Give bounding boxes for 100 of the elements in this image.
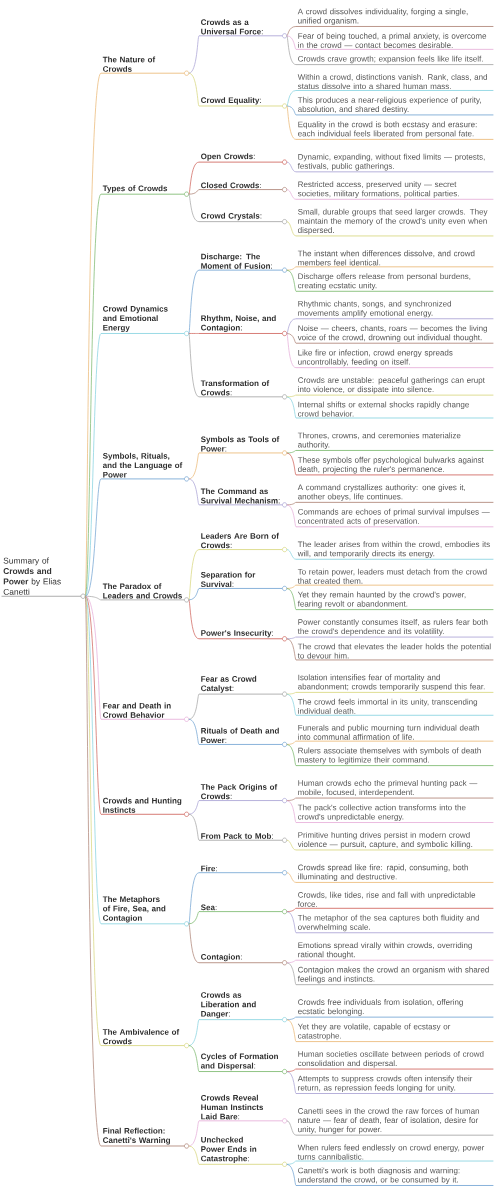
topic-label: The Nature of Crowds xyxy=(100,56,185,74)
leaf-note: Restricted access, preserved unity — secret societies, military formations, political parties. xyxy=(295,181,494,200)
leaf-note: Yet they are volatile, capable of ecstasy or catastrophe. xyxy=(295,1023,494,1042)
leaf-note: When rulers feed endlessly on crowd energy, power turns cannibalistic. xyxy=(295,1144,494,1162)
leaf-note: Discharge offers release from personal burdens, creating ecstatic unity. xyxy=(295,273,494,292)
branch-line xyxy=(286,1019,297,1042)
branch-line xyxy=(286,959,297,964)
branch-line xyxy=(286,588,297,610)
branch-line xyxy=(286,35,297,50)
leaf-note: Funerals and public mourning turn individual death into communal affirmation of life. xyxy=(295,724,494,742)
leaf-note: Equality in the crowd is both ecstasy and erasure: each individual feels liberated from personal fate. xyxy=(295,121,494,140)
branch-line xyxy=(84,333,102,597)
subtopic-label: Open Crowds: xyxy=(198,153,283,163)
branch-line xyxy=(286,549,297,560)
subtopic-label: Symbols as Tools of Power: xyxy=(198,436,283,454)
branch-line xyxy=(286,797,297,801)
branch-line xyxy=(286,105,297,116)
branch-line xyxy=(188,800,200,815)
subtopic-label: Unchecked Power Ends in Catastrophe: xyxy=(198,1136,283,1165)
leaf-note: Fear of being touched, a primal anxiety, is overcome in the crowd — contact becomes desirable. xyxy=(295,32,494,50)
leaf-note: Yet they remain haunted by the crowd's power, fearing revolt or abandonment. xyxy=(295,591,494,610)
topic-label: The Paradox of Leaders and Crowds xyxy=(100,583,185,601)
subtopic-label: Crowds as Liberation and Danger: xyxy=(198,991,283,1021)
branch-line xyxy=(286,26,297,37)
leaf-note: Rhythmic chants, songs, and synchronized movements amplify emotional energy. xyxy=(295,300,494,320)
topic-label: Symbols, Rituals, and the Language of Power xyxy=(100,452,185,480)
leaf-note: Crowds, like tides, rise and fall with unpredictable force. xyxy=(295,891,494,909)
branch-line xyxy=(286,105,297,140)
leaf-note: These symbols offer psychological bulwarks against death, projecting the ruler's permanence. xyxy=(295,456,494,476)
branch-line xyxy=(286,269,297,292)
subtopic-label: Sea: xyxy=(198,904,283,912)
branch-line xyxy=(286,161,297,173)
branch-line xyxy=(188,478,200,506)
leaf-note: Human crowds echo the primeval hunting pack — mobile, focused, interdependent. xyxy=(295,780,494,799)
topic-label: Final Reflection: Canetti's Warning xyxy=(100,1127,185,1147)
branch-line xyxy=(84,595,102,601)
leaf-note: Commands are echoes of primal survival impulses — concentrated acts of preservation. xyxy=(295,508,494,528)
branch-line xyxy=(84,72,102,597)
subtopic-label: Transformation of Crowds: xyxy=(198,380,283,398)
branch-line xyxy=(286,502,297,506)
branch-line xyxy=(188,1145,200,1165)
leaf-note: Isolation intensifies fear of mortality and abandonment; crowds temporarily suspend this fear. xyxy=(295,674,494,693)
branch-line xyxy=(286,962,297,986)
topic-label: Fear and Death in Crowd Behavior xyxy=(100,702,185,720)
leaf-note: Primitive hunting drives persist in modern crowd violence — pursuit, capture, and symbolic killing. xyxy=(295,831,494,851)
branch-line xyxy=(286,692,297,695)
leaf-note: Like fire or infection, crowd energy spreads uncontrollably, feeding on itself. xyxy=(295,349,494,369)
branch-line xyxy=(286,1016,297,1020)
leaf-note: Crowds free individuals from isolation, offering ecstatic belonging. xyxy=(295,999,494,1018)
leaf-note: A crowd dissolves individuality, forging a single, unified organism. xyxy=(295,8,494,27)
branch-line xyxy=(286,872,297,883)
subtopic-label: Fire: xyxy=(198,865,283,874)
branch-line xyxy=(286,450,297,454)
subtopic-label: The Command as Survival Mechanism: xyxy=(198,488,283,506)
branch-line xyxy=(286,189,297,200)
leaf-note: Contagion makes the crowd an organism with shared feelings and instincts. xyxy=(295,966,494,986)
topic-label: The Metaphors of Fire, Sea, and Contagion xyxy=(100,896,185,925)
branch-line xyxy=(286,1163,297,1186)
branch-line xyxy=(188,333,200,334)
branch-line xyxy=(188,872,200,925)
topic-label: The Ambivalence of Crowds xyxy=(100,1028,185,1046)
branch-line xyxy=(286,266,297,271)
leaf-note: Internal shifts or external shocks rapidly change crowd behavior. xyxy=(295,401,494,419)
branch-line xyxy=(188,599,200,640)
subtopic-label: Crowd Equality: xyxy=(198,97,283,107)
subtopic-label: Cycles of Formation and Dispersal: xyxy=(198,1053,283,1072)
branch-line xyxy=(286,1160,297,1165)
branch-line xyxy=(286,396,297,419)
subtopic-label: Rhythm, Noise, and Contagion: xyxy=(198,315,283,334)
branch-line xyxy=(188,35,200,74)
subtopic-label: Crowds as a Universal Force: xyxy=(198,19,283,37)
branch-line xyxy=(188,1019,200,1046)
branch-line xyxy=(286,839,297,851)
leaf-note: Emotions spread virally within crowds, overriding rational thought. xyxy=(295,942,494,961)
branch-line xyxy=(188,333,200,398)
root-label: Summary of Crowds and Power by Elias Canetti xyxy=(1,557,82,597)
leaf-note: Within a crowd, distinctions vanish. Rank, class, and status dissolve into a shared human mass. xyxy=(295,74,494,91)
branch-line xyxy=(286,1120,297,1136)
branch-line xyxy=(188,588,200,601)
branch-line xyxy=(286,333,297,368)
leaf-note: Rulers associate themselves with symbols of death mastery to legitimize their command. xyxy=(295,747,494,766)
leaf-note: Canetti sees in the crowd the raw forces of human nature — fear of death, fear of isolation, desire for unity, hunger for power. xyxy=(295,1107,494,1136)
branch-line xyxy=(188,193,200,222)
branch-line xyxy=(84,595,102,925)
leaf-note: Noise — cheers, chants, roars — becomes the living voice of the crowd, drowning out individual thought. xyxy=(295,325,494,344)
subtopic-label: Fear as Crowd Catalyst: xyxy=(198,675,283,695)
subtopic-label: Power's Insecurity: xyxy=(198,629,283,640)
branch-line xyxy=(286,1068,297,1072)
subtopic-label: Contagion: xyxy=(198,953,283,964)
branch-line xyxy=(84,478,102,597)
leaf-note: A command crystallizes authority: one gives it, another obeys, life continues. xyxy=(295,484,494,503)
branch-line xyxy=(84,595,102,720)
leaf-note: Small, durable groups that seed larger crowds. They maintain the memory of the crowd's unity even when dispersed. xyxy=(295,208,494,237)
leaf-note: Thrones, crowns, and ceremonies materialize authority. xyxy=(295,432,494,451)
branch-line xyxy=(188,189,200,195)
branch-line xyxy=(286,911,297,934)
leaf-note: Crowds spread like fire: rapid, consuming, both illuminating and destructive. xyxy=(295,864,494,883)
subtopic-label: Discharge: The Moment of Fusion: xyxy=(198,253,283,271)
branch-line xyxy=(188,549,200,601)
branch-line xyxy=(188,161,200,195)
